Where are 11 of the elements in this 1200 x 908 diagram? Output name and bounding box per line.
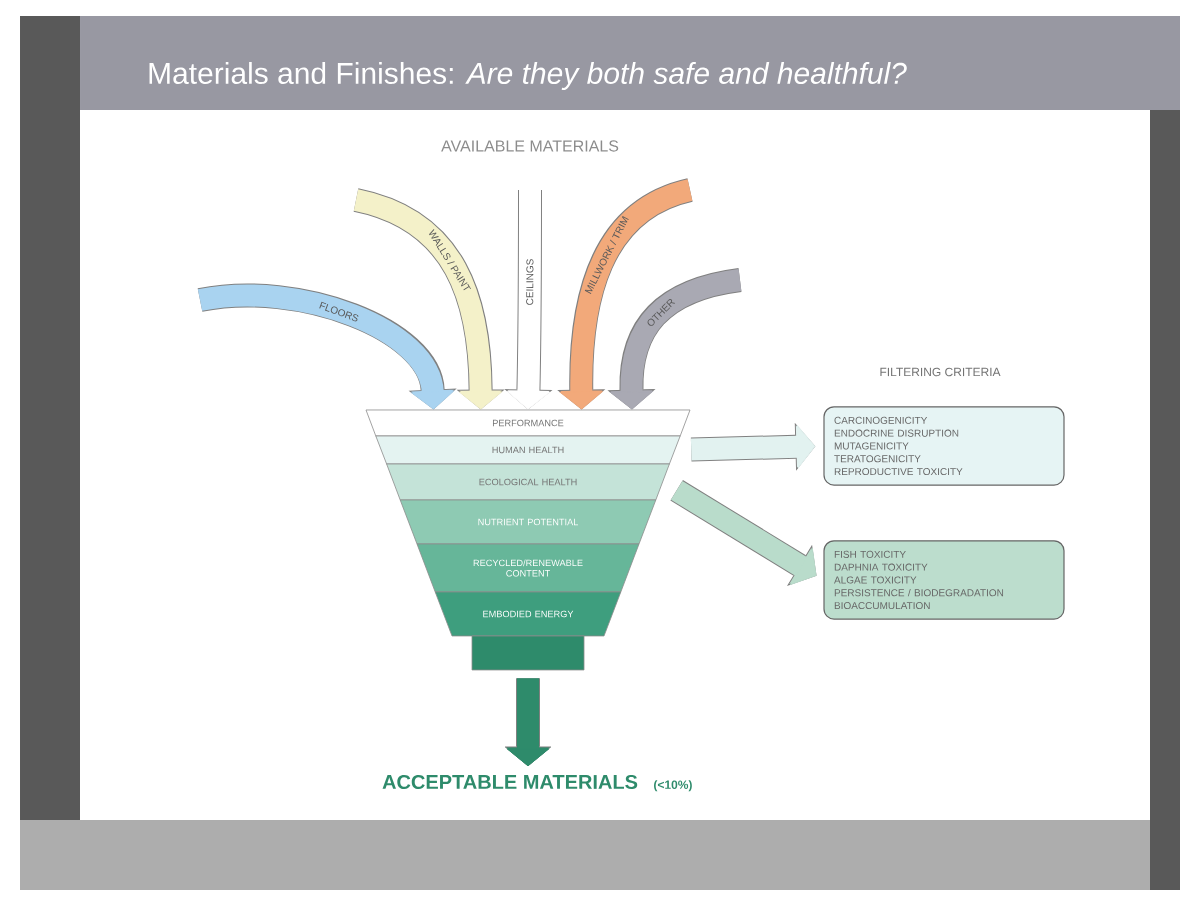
- curved-arrow: [608, 268, 742, 410]
- curved-arrow: [558, 178, 694, 410]
- title-band: Materials and Finishes: Are they both safe and healthful?: [80, 16, 1180, 110]
- curved-arrow: [352, 188, 504, 410]
- curved-arrow: [198, 283, 456, 410]
- funnel-spout: [471, 635, 585, 671]
- block-arrow: [690, 423, 816, 470]
- block-arrow: [670, 480, 817, 586]
- section-label: AVAILABLE MATERIALS: [441, 140, 619, 152]
- block-arrow: [504, 678, 552, 767]
- curved-arrow: [505, 190, 552, 410]
